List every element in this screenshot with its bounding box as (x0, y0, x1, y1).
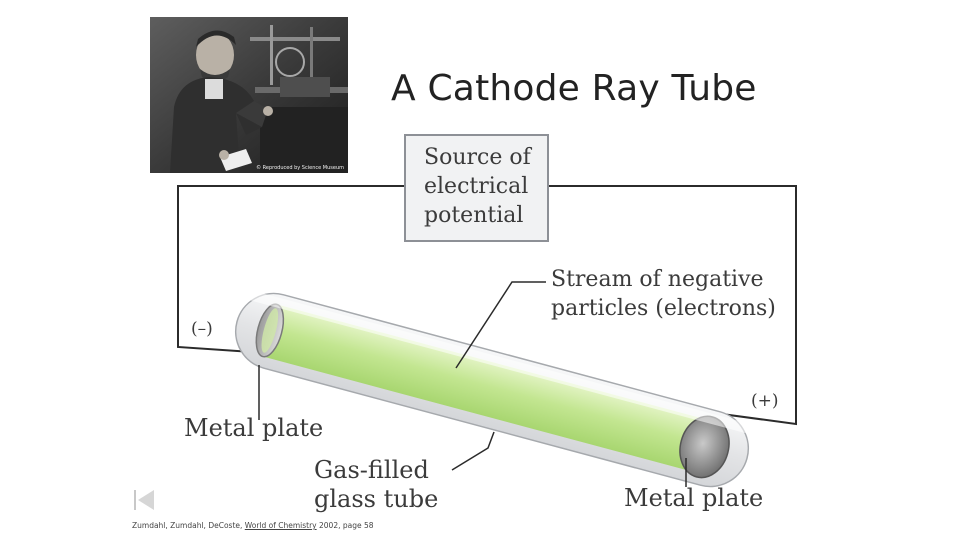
electron-beam (262, 304, 712, 474)
negative-terminal-label: (–) (191, 319, 213, 339)
circuit-wire-right (549, 185, 797, 426)
metal-plate-left-label: Metal plate (184, 414, 324, 442)
glass-tube-label-line-1: Gas-filled (314, 456, 429, 484)
citation-work-link[interactable]: World of Chemistry (244, 521, 317, 530)
photo-credit: © Reproduced by Science Museum (256, 165, 344, 171)
skip-to-first-icon[interactable] (133, 488, 155, 512)
source-label-line-1: Source of (424, 145, 531, 170)
glass-tube (234, 290, 753, 488)
stream-label-line-2: particles (electrons) (551, 296, 776, 321)
citation: Zumdahl, Zumdahl, DeCoste, World of Chem… (132, 521, 374, 530)
citation-rest: 2002, page 58 (316, 521, 374, 530)
stream-label-line-1: Stream of negative (551, 267, 764, 292)
stream-pointer (455, 281, 546, 369)
citation-authors: Zumdahl, Zumdahl, DeCoste, (132, 521, 245, 530)
scientist-photo: © Reproduced by Science Museum (150, 17, 348, 173)
slide-title: A Cathode Ray Tube (391, 68, 757, 109)
tube-pointer (451, 431, 495, 471)
source-label-line-3: potential (424, 203, 524, 228)
metal-plate-right-label: Metal plate (624, 484, 764, 512)
glass-tube-label-line-2: glass tube (314, 485, 439, 513)
source-label-line-2: electrical (424, 174, 529, 199)
positive-terminal-label: (+) (751, 391, 779, 411)
circuit-wire (177, 185, 405, 353)
potential-source-box (404, 134, 549, 242)
